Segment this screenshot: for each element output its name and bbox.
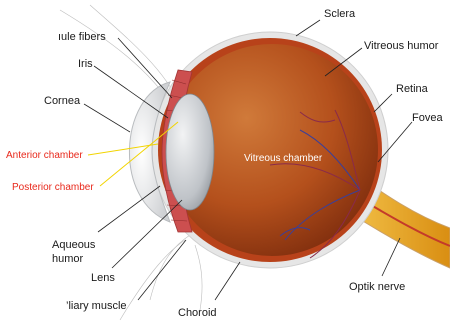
label-aqueous-humor-line2: humor [52, 253, 83, 265]
label-iris: Iris [78, 58, 93, 70]
label-ciliary-muscle: ’liary muscle [66, 300, 127, 312]
label-vitreous-chamber: Vitreous chamber [244, 153, 322, 165]
label-vitreous-humor: Vitreous humor [364, 40, 438, 52]
label-fovea: Fovea [412, 112, 443, 124]
label-optic-nerve: Optik nerve [349, 281, 405, 293]
label-retina: Retina [396, 83, 428, 95]
label-aqueous-humor-line1: Aqueous [52, 239, 95, 251]
label-lens: Lens [91, 272, 115, 284]
label-sclera: Sclera [324, 8, 355, 20]
label-zonule-fibers: ıule fibers [58, 31, 106, 43]
label-posterior-chamber: Posterior chamber [12, 182, 94, 194]
label-cornea: Cornea [44, 95, 80, 107]
label-choroid: Choroid [178, 307, 217, 319]
lens [166, 94, 214, 210]
label-anterior-chamber: Anterior chamber [6, 150, 83, 162]
